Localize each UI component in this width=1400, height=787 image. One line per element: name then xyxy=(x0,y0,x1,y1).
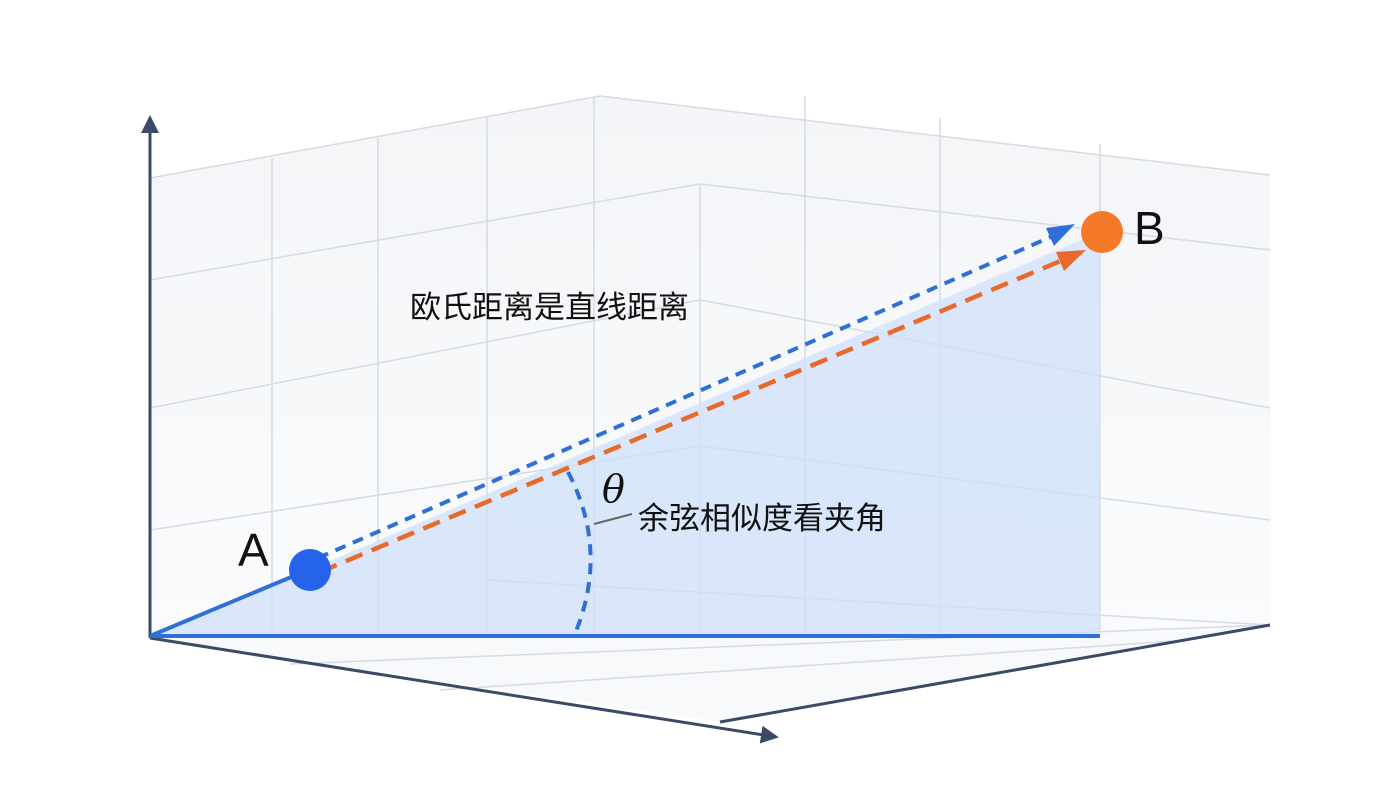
point-b-marker xyxy=(1081,211,1123,253)
cosine-arrowhead xyxy=(1046,224,1075,246)
euclidean-arrowhead xyxy=(1056,250,1086,271)
point-a-marker xyxy=(289,549,331,591)
vector-origin-to-a xyxy=(149,568,309,638)
point-a-label: A xyxy=(238,524,269,576)
point-b-label: B xyxy=(1134,202,1165,254)
cosine-leader-line xyxy=(593,513,633,525)
y-axis xyxy=(719,623,1271,724)
angle-region xyxy=(150,232,1100,638)
angle-arc xyxy=(566,471,593,637)
cosine-dashed-line xyxy=(317,230,1063,560)
theta-symbol: θ xyxy=(602,467,625,511)
cosine-annotation: 余弦相似度看夹角 xyxy=(638,501,886,537)
euclidean-dashed-line xyxy=(319,254,1071,575)
euclidean-annotation: 欧氏距离是直线距离 xyxy=(410,290,689,326)
x-axis xyxy=(149,636,779,744)
floor-plane xyxy=(150,625,1270,722)
